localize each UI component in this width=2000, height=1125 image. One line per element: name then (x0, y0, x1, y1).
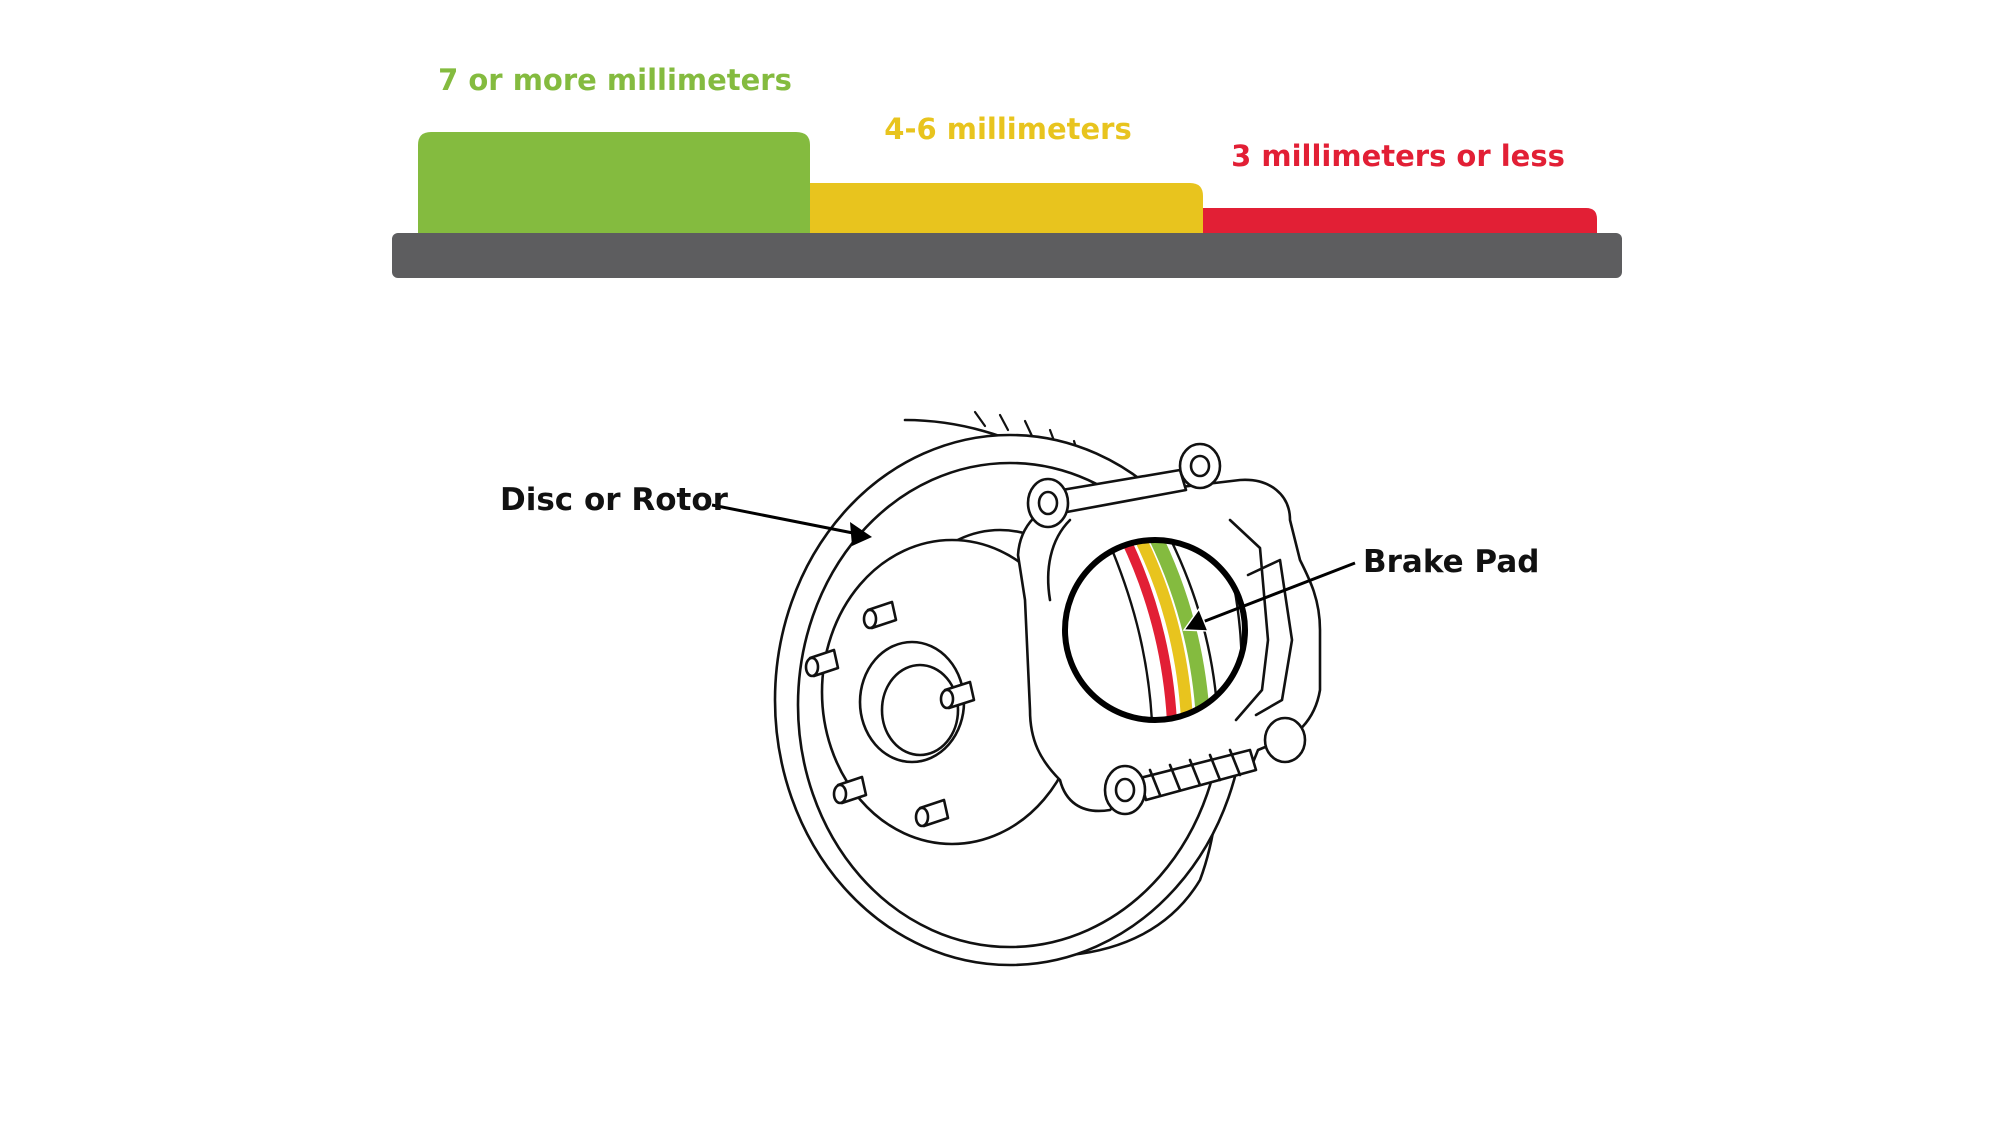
wear-label-red: 3 millimeters or less (1231, 139, 1565, 173)
wear-label-green: 7 or more millimeters (438, 63, 792, 97)
caliper-pad-bracket (1228, 518, 1270, 722)
hub-bore-inner (880, 663, 960, 757)
disc-brake-illustration (773, 410, 1322, 967)
pad-edge-left (1106, 540, 1154, 720)
wear-gauge: 7 or more millimeters 4-6 millimeters 3 … (392, 63, 1622, 278)
pad-arrow-head (1182, 607, 1210, 632)
pad-arrow-line (1199, 561, 1356, 625)
disc-rotor-label: Disc or Rotor (500, 482, 729, 518)
wear-bar-red (1203, 208, 1597, 235)
disc-arrow-line (711, 503, 859, 536)
wear-bar-green (418, 132, 810, 235)
pad-layer-red (1120, 540, 1177, 720)
caliper-pad-slot (1246, 558, 1294, 717)
wear-bar-yellow (810, 183, 1203, 235)
pad-layer-yellow (1132, 540, 1193, 720)
gauge-base (392, 233, 1622, 278)
caliper-guide-pin-bottom (1103, 716, 1307, 816)
wear-label-yellow: 4-6 millimeters (884, 112, 1131, 146)
magnifier-circle-icon (1062, 537, 1248, 723)
disc-arrow-head (850, 522, 872, 546)
caliper-guide-pin-top (1026, 442, 1222, 529)
caliper-inner-line (1046, 518, 1072, 602)
brake-pad-label: Brake Pad (1363, 544, 1539, 580)
lug-studs (804, 600, 976, 828)
pad-layer-green (1146, 540, 1210, 720)
callout-arrows (711, 503, 1356, 632)
